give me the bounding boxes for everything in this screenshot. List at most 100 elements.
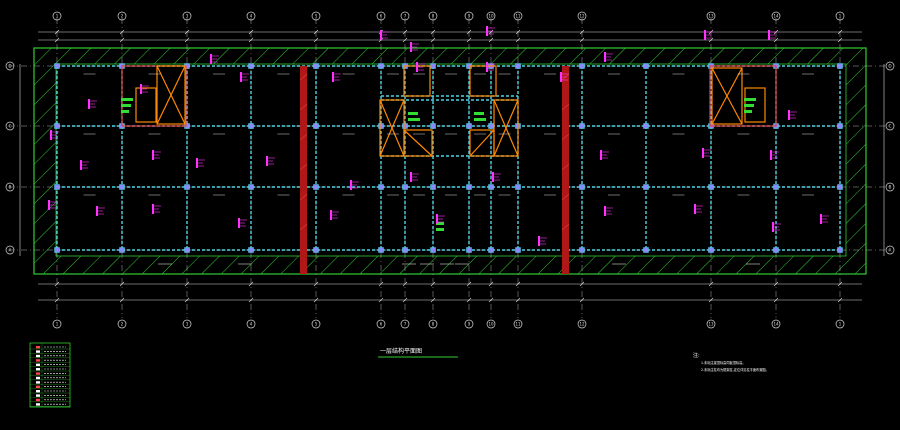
axis-bubble-label: 9 [468,14,471,19]
axis-bubbles: 1122334455667788991010111112121313141411… [5,11,895,329]
axis-bubble-row [5,61,15,71]
annotation-labels [48,26,829,265]
annotation-tag [416,62,418,72]
axis-bubble-col [311,11,321,21]
legend-swatch [36,372,40,375]
axis-bubble-col [52,11,62,21]
axis-bubble-col [486,319,496,329]
annotation-tag [694,204,696,214]
column [773,184,779,190]
axis-bubble-label: A [889,248,892,253]
annotation-tag [770,150,772,160]
annotation-tag [486,26,488,36]
column [643,247,649,253]
column [248,123,254,129]
legend-swatch [36,350,40,353]
note-1: 1.未标注梁顶标高同板顶标高。 [701,360,745,365]
legend-swatch [36,376,40,380]
stair-rebar-marks [121,98,756,231]
annotation-tag [704,30,706,40]
column [837,184,843,190]
column [515,247,521,253]
axis-bubble-col [771,11,781,21]
column [430,184,436,190]
axis-bubble-col [428,11,438,21]
axis-bubble-col [835,319,845,329]
legend-swatch [36,354,40,358]
axis-bubble-label: 7 [404,14,407,19]
column [837,123,843,129]
column [466,184,472,190]
axis-bubble-col [577,319,587,329]
column [837,63,843,69]
axis-bubble-label: 8 [432,322,435,327]
annotation-tag [410,172,412,182]
column [313,123,319,129]
annotation-tag [96,206,98,216]
annotation-tag [604,206,606,216]
axis-bubble-row [885,182,895,192]
column [643,63,649,69]
column [579,63,585,69]
axis-bubble-col [577,11,587,21]
legend-swatch [36,346,40,349]
axis-bubble-label: 10 [488,14,494,19]
annotation-tag [332,72,334,82]
annotation-tag [486,62,488,72]
legend-swatch [36,403,40,406]
annotation-tag [538,236,540,246]
axis-bubble-col [513,319,523,329]
rebar-legend-table [29,342,71,408]
axis-bubble-label: 1 [56,14,59,19]
axis-bubble-label: 14 [773,322,779,327]
axis-bubble-label: 11 [515,14,521,19]
column [402,123,408,129]
axis-bubble-label: 11 [515,322,521,327]
column [515,63,521,69]
legend-swatch [36,390,40,393]
column [579,247,585,253]
axis-bubble-label: 9 [468,322,471,327]
column [54,63,60,69]
axis-bubble-label: 12 [579,322,585,327]
axis-bubble-label: 4 [250,322,253,327]
column [708,247,714,253]
column [313,63,319,69]
annotation-tag [772,222,774,232]
axis-bubble-label: D [8,64,11,69]
column [430,63,436,69]
axis-bubble-label: 1 [839,322,842,327]
stair-shaft-openings [121,65,777,157]
annotation-tag [604,52,606,62]
annotation-tag [410,42,412,52]
axis-bubble-label: C [889,124,892,129]
drawing-title-block: 一层结构平面图 [378,347,458,358]
axis-bubble-label: A [9,248,12,253]
axis-bubble-label: 14 [773,14,779,19]
annotation-tag [50,130,52,140]
annotation-tag [820,214,822,224]
axis-bubble-label: 1 [56,322,59,327]
annotation-tag [196,158,198,168]
annotation-tag [140,84,142,94]
legend-swatch [36,381,40,384]
column [402,247,408,253]
column [248,63,254,69]
column [54,123,60,129]
notes-heading: 注: [693,352,700,359]
axis-bubble-label: 2 [121,322,124,327]
annotation-tag [152,204,154,214]
axis-bubble-label: 3 [186,14,189,19]
axis-bubble-row [5,121,15,131]
annotation-tag [436,214,438,224]
legend-swatch [36,394,40,397]
column [119,184,125,190]
axis-bubble-col [400,319,410,329]
axis-bubble-label: 3 [186,322,189,327]
axis-bubble-col [771,319,781,329]
axis-bubble-col [117,11,127,21]
legend-swatch [36,385,40,388]
axis-bubble-label: 8 [432,14,435,19]
annotation-tag [240,72,242,82]
